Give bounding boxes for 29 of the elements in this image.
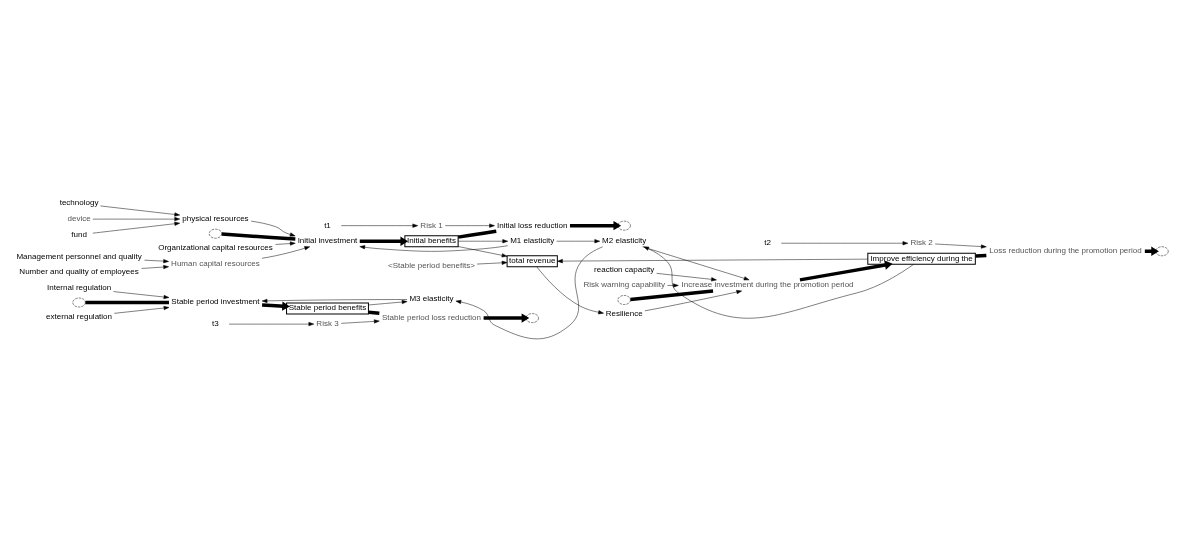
node-text: Number and quality of employees <box>19 266 139 276</box>
node-text: M1 elasticity <box>510 235 555 245</box>
node-text: external regulation <box>46 311 113 321</box>
node-text: fund <box>71 229 87 239</box>
node-text: Resilience <box>605 308 643 318</box>
node-text: Risk 3 <box>316 318 339 328</box>
node-text: t3 <box>212 318 219 328</box>
node-text: reaction capacity <box>594 264 655 274</box>
node-text: Internal regulation <box>46 282 112 292</box>
node-text: t2 <box>764 237 771 247</box>
node-text: Risk warning capability <box>583 279 665 289</box>
node-text: M2 elasticity <box>602 235 647 245</box>
node-text: t1 <box>324 220 331 230</box>
node-text: Risk 2 <box>910 237 933 247</box>
node-text: Increase investment during the promotion period <box>681 279 854 289</box>
node-text: Human capital resources <box>171 258 260 268</box>
node-text: Stable period investment <box>171 296 260 306</box>
node-text: Management personnel and quality <box>16 251 142 261</box>
node-text: Risk 1 <box>420 220 443 230</box>
node-text: Loss reduction during the promotion period <box>989 245 1142 255</box>
node-text: <Stable period benefits> <box>388 260 475 270</box>
node-text: Organizational capital resources <box>158 242 273 252</box>
node-text: M3 elasticity <box>409 293 454 303</box>
node-text: Stable period loss reduction <box>382 312 481 322</box>
node-text: Initial investment <box>297 235 358 245</box>
node-text: device <box>67 213 91 223</box>
node-text: Initial loss reduction <box>497 220 568 230</box>
node-text: physical resources <box>182 213 249 223</box>
node-text: technology <box>59 197 99 207</box>
